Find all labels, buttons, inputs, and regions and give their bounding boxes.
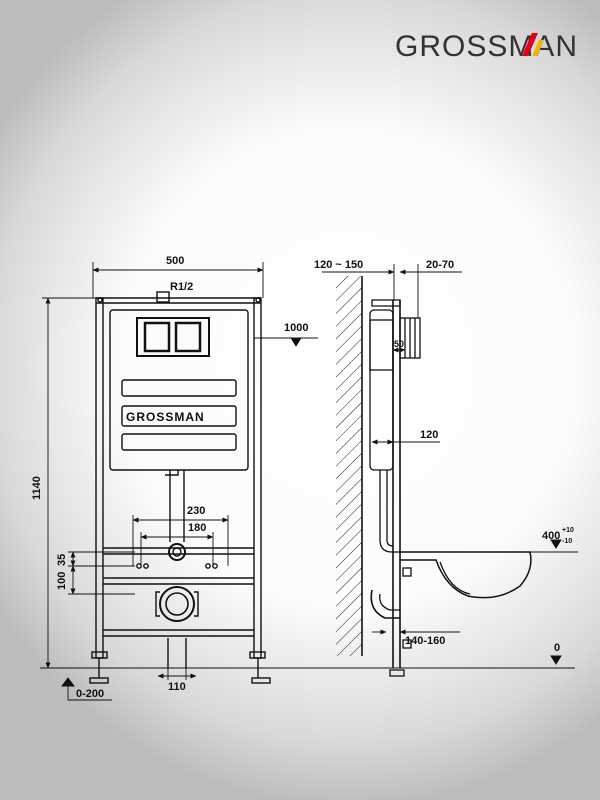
foot-left — [89, 677, 109, 684]
depth-120-label: 120 — [420, 429, 438, 441]
bowl-tol-plus: +10 — [562, 527, 574, 534]
wall-section — [336, 276, 362, 656]
flush-plate — [136, 317, 210, 357]
cistern-logo-panel — [121, 405, 237, 427]
cistern-logo: GROSSMAN — [126, 410, 205, 424]
front-view — [89, 291, 271, 684]
depth-50-label: 50 — [394, 339, 404, 349]
frame-left-post — [95, 297, 104, 659]
logo-text: GROSSMAN — [395, 30, 578, 63]
bowl-tol-minus: -10 — [562, 538, 572, 545]
offset-100-label: 100 — [56, 572, 68, 590]
drain-width-label: 110 — [168, 681, 186, 693]
drain-elbow — [370, 589, 400, 619]
side-view — [336, 276, 532, 677]
outlet-label: 140-160 — [405, 635, 445, 647]
flush-outlet — [168, 543, 186, 561]
side-labels: 120 ~ 150 20-70 50 120 400 +10 -10 140-1… — [314, 259, 574, 654]
width-label: 500 — [166, 255, 184, 267]
panel-label: 20-70 — [426, 259, 454, 271]
connection-label: R1/2 — [170, 281, 193, 293]
cistern-panel-bottom — [121, 433, 237, 451]
floor-label: 0 — [554, 642, 560, 654]
water-inlet — [156, 291, 170, 303]
brand-logo: GROSSMAN — [395, 30, 578, 63]
distance-230-label: 230 — [187, 505, 205, 517]
distance-180-label: 180 — [188, 522, 206, 534]
cistern-panel-top — [121, 379, 237, 397]
foot-right — [251, 677, 271, 684]
wall-gap-label: 120 ~ 150 — [314, 259, 363, 271]
logo-accent-red — [522, 33, 538, 56]
drain-outlet — [159, 586, 195, 622]
front-dimensions — [40, 262, 575, 701]
side-cistern — [369, 309, 394, 471]
logo-accent-yellow — [532, 40, 544, 56]
height-label: 1140 — [31, 476, 43, 500]
mount-height-label: 1000 — [284, 322, 308, 334]
frame-right-post — [253, 297, 262, 659]
side-dimensions — [322, 264, 578, 665]
cistern-tank — [109, 309, 249, 471]
adjust-label: 0-200 — [76, 688, 104, 700]
toilet-bowl — [400, 551, 532, 599]
front-labels: 500 R1/2 GROSSMAN 1140 1000 230 180 35 1… — [31, 255, 308, 700]
offset-35-label: 35 — [56, 554, 68, 566]
bowl-height-label: 400 — [542, 530, 560, 542]
